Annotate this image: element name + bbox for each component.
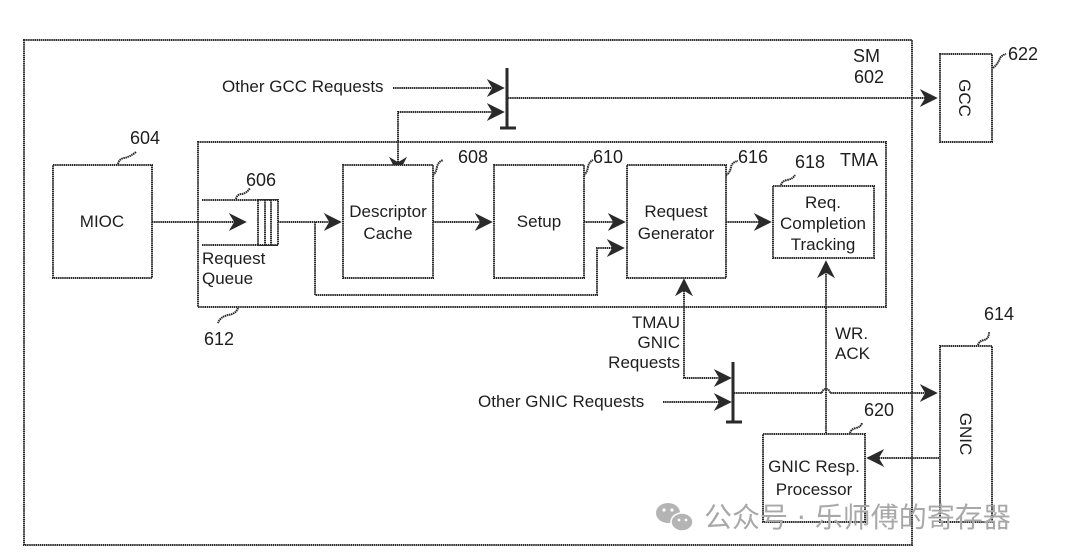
sm-label: SM (853, 46, 880, 66)
wr-ack-label-line1: WR. (835, 324, 868, 343)
generator-ref-leader (725, 160, 739, 176)
mioc-label: MIOC (80, 212, 124, 231)
gnic-resp-label-line2: Processor (776, 480, 853, 499)
wr-ack-label-line2: ACK (835, 344, 871, 363)
queue-label-line2: Queue (202, 269, 253, 288)
tmau-label-line2: GNIC (638, 333, 681, 352)
other-gcc-requests-label: Other GCC Requests (222, 77, 384, 96)
gcc-label: GCC (955, 79, 974, 117)
request-generator-label-line2: Generator (638, 224, 715, 243)
watermark-text: 公众号 · 乐师傅的寄存器 (704, 501, 1011, 534)
request-generator-label-line1: Request (644, 202, 708, 221)
gnic-ref-leader (977, 331, 990, 346)
tma-label: TMA (840, 150, 878, 170)
setup-label: Setup (517, 212, 561, 231)
descriptor-cache-label-line1: Descriptor (349, 202, 427, 221)
queue-slots (257, 199, 279, 246)
completion-ref-leader (780, 174, 796, 186)
tma-ref: 612 (204, 329, 234, 349)
gnic-mux-to-gnic-arrow (734, 384, 938, 402)
queue-label-line1: Request (202, 249, 266, 268)
req-completion-label-line1: Req. (805, 193, 841, 212)
descriptor-cache-label-line2: Cache (363, 224, 412, 243)
setup-ref-leader (583, 159, 594, 176)
wechat-icon (656, 503, 694, 532)
gnic-resp-ref: 620 (864, 400, 894, 420)
descriptor-ref: 608 (458, 147, 488, 167)
gnic-block (939, 345, 993, 523)
request-generator-block (626, 164, 727, 279)
setup-ref: 610 (593, 147, 623, 167)
descriptor-cache-block (342, 164, 434, 279)
req-completion-label-line2: Completion (780, 214, 866, 233)
tma-ref-leader (217, 307, 239, 324)
queue-ref-leader (235, 187, 251, 200)
req-completion-label-line3: Tracking (791, 235, 856, 254)
gnic-ref: 614 (984, 304, 1014, 324)
setup-block (493, 164, 585, 279)
mioc-block (52, 164, 153, 279)
tma-block (197, 141, 887, 308)
gcc-block (939, 53, 993, 143)
sm-block (23, 39, 913, 546)
queue-bypass-to-generator-arrow (314, 222, 625, 296)
generator-to-gnic-mux-arrow (675, 278, 732, 387)
gnic-resp-processor-block (762, 433, 866, 523)
other-gnic-requests-label: Other GNIC Requests (478, 392, 644, 411)
tmau-label-line3: Requests (608, 353, 680, 372)
gnic-resp-ref-leader (849, 422, 863, 434)
descriptor-to-gcc-mux-arrow (389, 103, 505, 175)
completion-ref: 618 (795, 152, 825, 172)
gcc-ref: 622 (1008, 44, 1038, 64)
mioc-ref-leader (117, 151, 137, 165)
req-completion-block (772, 185, 875, 259)
generator-ref: 616 (738, 147, 768, 167)
gcc-ref-leader (992, 53, 1007, 69)
mioc-ref: 604 (130, 128, 160, 148)
sm-ref: 602 (854, 67, 884, 87)
tmau-label-line1: TMAU (632, 313, 680, 332)
gnic-resp-label-line1: GNIC Resp. (768, 457, 860, 476)
gnic-label: GNIC (956, 413, 975, 456)
descriptor-ref-leader (432, 159, 444, 176)
queue-ref: 606 (246, 170, 276, 190)
